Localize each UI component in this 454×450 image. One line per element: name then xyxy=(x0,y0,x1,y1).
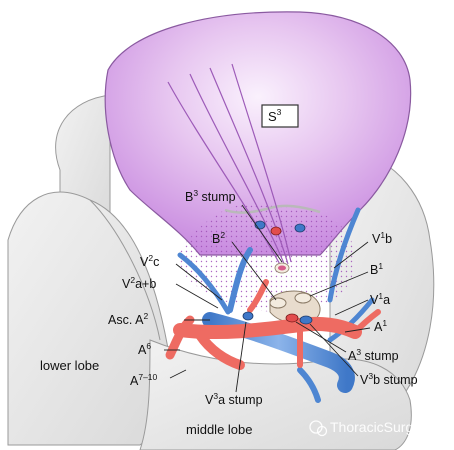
svg-text:S3: S3 xyxy=(268,107,282,124)
label-b1: B1 xyxy=(370,261,383,277)
label-a3-stump: A3 stump xyxy=(348,347,399,363)
label-a6: A6 xyxy=(138,341,151,357)
b1-stump xyxy=(294,292,312,304)
label-v2ab: V2a+b xyxy=(122,275,156,291)
label-lower-lobe: lower lobe xyxy=(40,358,99,373)
leader-lines xyxy=(164,204,371,393)
label-v3b-stump: V3b stump xyxy=(360,371,418,387)
label-asc-a2: Asc. A2 xyxy=(108,311,148,327)
segment-s3 xyxy=(104,11,412,256)
label-a1: A1 xyxy=(374,318,387,334)
b2-stump xyxy=(269,297,287,309)
label-a7-10: A7–10 xyxy=(130,372,158,388)
label-v3a-stump: V3a stump xyxy=(205,391,263,407)
fissure-line xyxy=(89,199,161,341)
watermark: ThoracicSurgery xyxy=(309,419,433,437)
stump-markers xyxy=(242,220,313,325)
veins xyxy=(177,207,375,403)
label-middle-lobe: middle lobe xyxy=(186,422,253,437)
segment-label-box: S3 xyxy=(261,104,299,128)
watermark-text: ThoracicSurgery xyxy=(330,419,433,435)
label-v1a: V1a xyxy=(370,291,390,307)
b3-branch-lines xyxy=(167,63,292,269)
intersegmental-plane xyxy=(224,204,321,214)
label-v1b: V1b xyxy=(372,230,392,246)
label-b3-stump: B3 stump xyxy=(185,188,236,204)
label-v2c: V2c xyxy=(140,253,159,269)
dotted-parenchyma xyxy=(178,203,355,313)
label-b2: B2 xyxy=(212,230,225,246)
anatomy-labels: B3 stump B2 V1b V2c B1 V2a+b V1a Asc. A2… xyxy=(40,188,418,437)
